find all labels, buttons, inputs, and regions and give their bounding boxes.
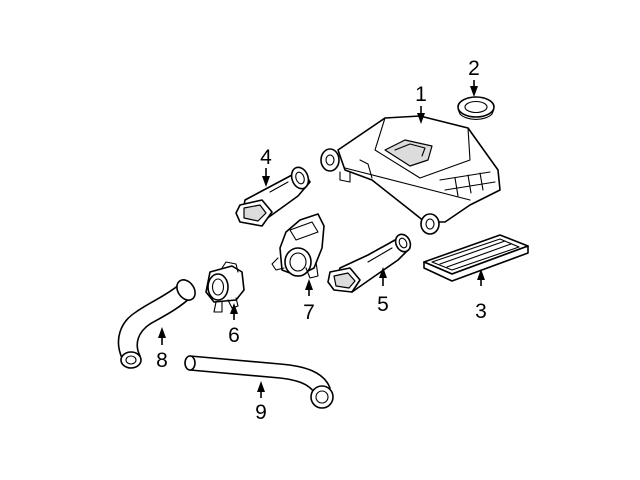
part-1-air-cleaner-housing bbox=[320, 115, 501, 235]
part-5-resonator-duct bbox=[327, 233, 412, 293]
callout-6: 6 bbox=[228, 324, 240, 347]
part-4-intake-duct bbox=[235, 166, 311, 227]
part-3-filter-element bbox=[423, 234, 529, 282]
part-8-hose bbox=[117, 279, 196, 369]
callout-4: 4 bbox=[260, 146, 272, 169]
part-7-adaptor-housing bbox=[271, 213, 325, 279]
callout-9: 9 bbox=[255, 401, 267, 424]
part-9-hose bbox=[184, 355, 334, 409]
callout-8: 8 bbox=[156, 349, 168, 372]
callout-7: 7 bbox=[303, 301, 315, 324]
callout-5: 5 bbox=[377, 293, 389, 316]
callout-2: 2 bbox=[468, 57, 480, 80]
callout-3: 3 bbox=[475, 300, 487, 323]
callout-labels: 1 2 3 4 5 6 7 8 9 bbox=[156, 57, 487, 424]
callout-1: 1 bbox=[415, 83, 427, 106]
part-6-adaptor bbox=[205, 261, 245, 313]
part-2-seal-ring bbox=[457, 96, 495, 120]
callout-arrows bbox=[158, 80, 485, 398]
